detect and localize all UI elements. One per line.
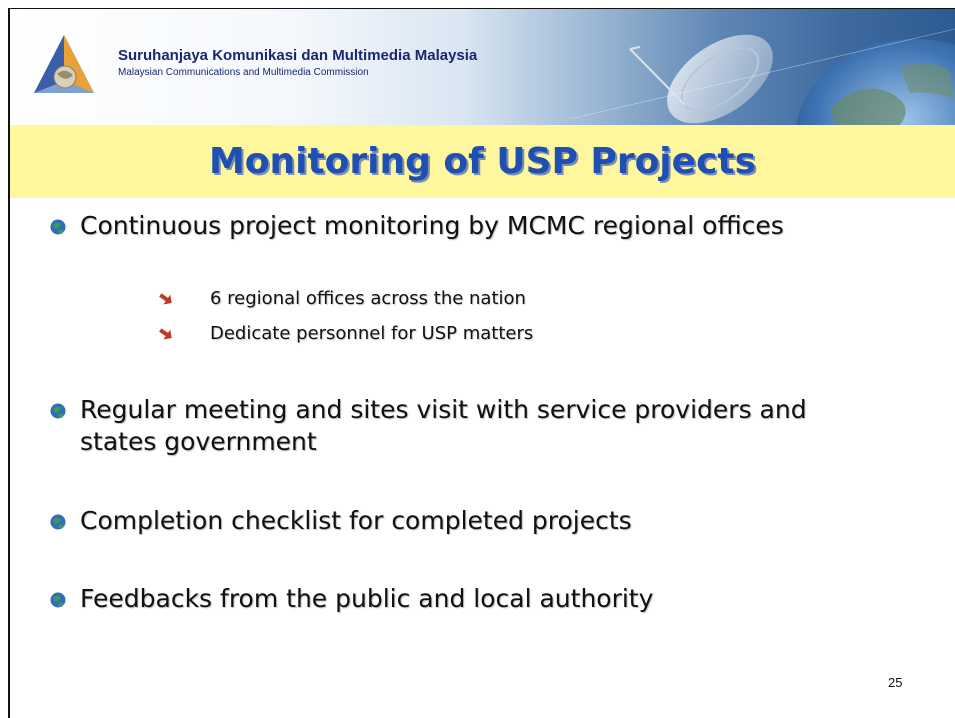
bullet-item: Regular meeting and sites visit with ser… (50, 394, 860, 458)
bullet-text: Completion checklist for completed proje… (80, 506, 632, 535)
sub-bullet-item: Dedicate personnel for USP matters (159, 322, 534, 346)
org-name: Suruhanjaya Komunikasi dan Multimedia Ma… (118, 47, 478, 64)
mcmc-logo-icon (34, 35, 94, 93)
sub-bullet-item: 6 regional offices across the nation (159, 287, 526, 311)
globe-bullet-icon (50, 514, 66, 530)
header-banner: Suruhanjaya Komunikasi dan Multimedia Ma… (10, 9, 955, 125)
slide-title: Monitoring of USP Projects (208, 141, 757, 182)
sub-bullet-text: Dedicate personnel for USP matters (210, 323, 534, 344)
globe-bullet-icon (50, 219, 66, 235)
page-number: 25 (888, 675, 903, 690)
bullet-item: Continuous project monitoring by MCMC re… (50, 210, 860, 242)
bullet-text: Continuous project monitoring by MCMC re… (80, 211, 784, 240)
slide-border-left (8, 8, 10, 718)
bullet-text: Regular meeting and sites visit with ser… (80, 395, 807, 456)
bullet-item: Feedbacks from the public and local auth… (50, 583, 860, 615)
arrow-bullet-icon (159, 293, 172, 305)
bullet-text: Feedbacks from the public and local auth… (80, 584, 654, 613)
arrow-bullet-icon (159, 328, 172, 340)
satellite-globe-graphic (570, 28, 955, 125)
slide-border-top (8, 8, 955, 9)
globe-bullet-icon (50, 592, 66, 608)
sub-bullet-text: 6 regional offices across the nation (210, 288, 526, 309)
org-subtitle: Malaysian Communications and Multimedia … (118, 67, 369, 78)
title-band: Monitoring of USP Projects (10, 125, 955, 198)
bullet-item: Completion checklist for completed proje… (50, 505, 860, 537)
globe-bullet-icon (50, 403, 66, 419)
